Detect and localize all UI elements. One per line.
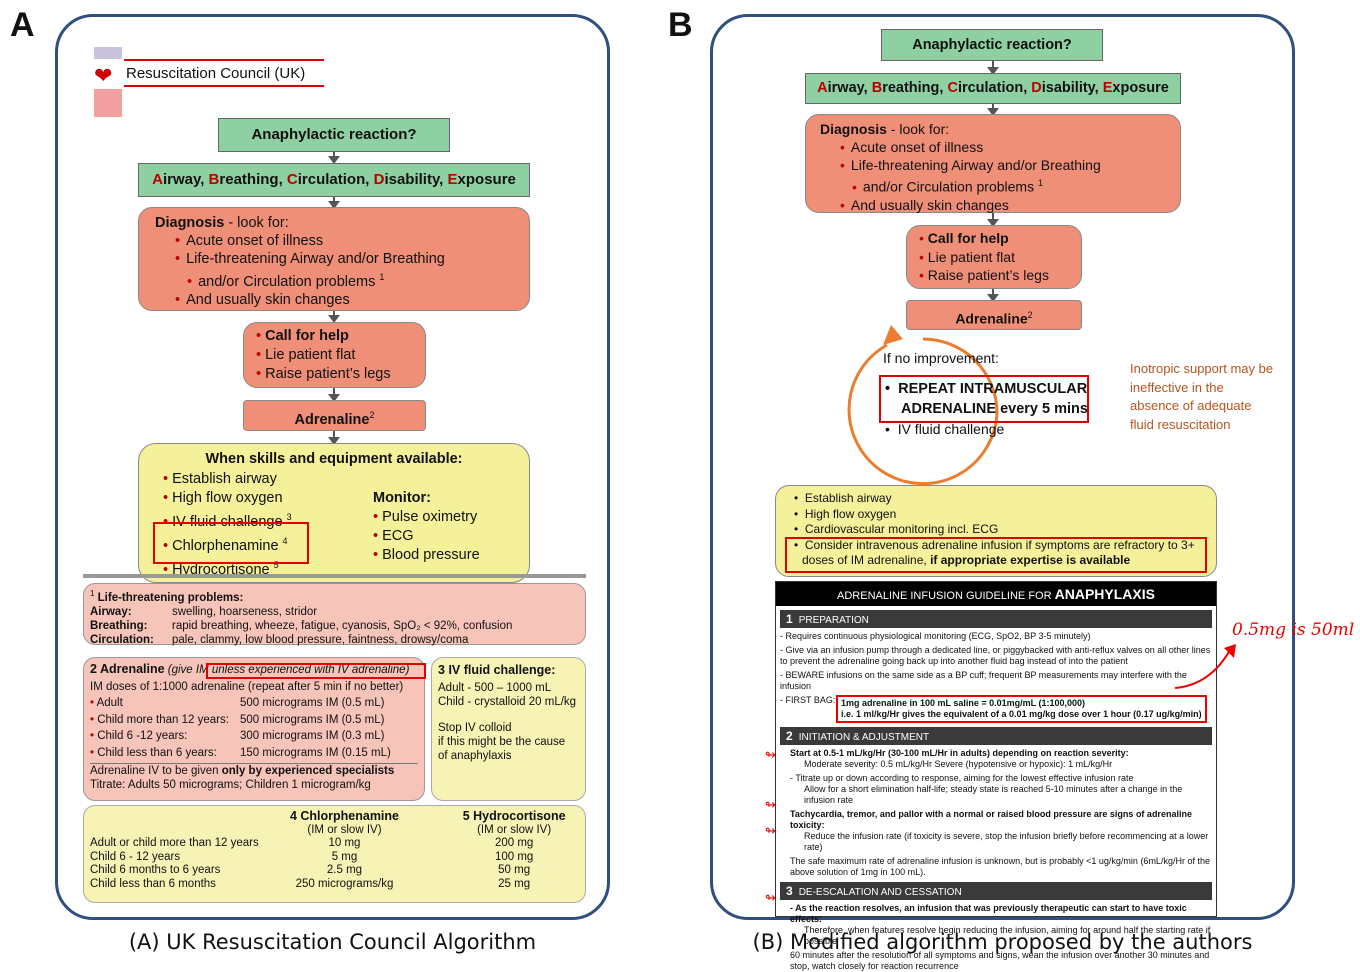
red-arrow-marker: ↬ [765,747,776,762]
highlight-box [206,663,426,679]
call-help-box: • Call for help • Lie patient flat • Rai… [906,225,1082,289]
adrenaline-box: Adrenaline2 [906,300,1082,330]
arrow [328,388,340,402]
abcde-box: Airway, Breathing, Circulation, Disabili… [138,163,530,197]
call-help-box: • Call for help • Lie patient flat • Rai… [243,322,426,388]
question-box: Anaphylactic reaction? [218,118,450,152]
skills-list: • Establish airway • High flow oxygen • … [163,471,292,578]
arrow [328,152,340,164]
handwritten-arrow [1174,644,1236,689]
arrow [987,213,999,227]
infusion-guideline: ADRENALINE INFUSION GUIDELINE FOR ANAPHY… [775,581,1217,971]
panel-b-label: B [668,6,693,44]
dose-table: 4 Chlorphenamine(IM or slow IV) 5 Hydroc… [83,805,586,903]
logo-line-bottom [124,85,324,87]
arrow [987,104,999,116]
divider [83,574,586,578]
arrow [328,311,340,323]
highlight-box [879,375,1089,423]
yellow-box: • Establish airway • High flow oxygen • … [775,485,1217,577]
caption-a: (A) UK Resuscitation Council Algorithm [128,930,537,954]
handwritten-note: 0.5mg is 50ml [1232,620,1355,640]
life-threatening-box: 1 Life-threatening problems: Airway:swel… [83,583,586,646]
question-box: Anaphylactic reaction? [881,29,1103,61]
fluid-box: 3 IV fluid challenge: Adult - 500 – 1000… [431,657,586,801]
diagnosis-box: Diagnosis - look for: Acute onset of ill… [805,114,1181,213]
panel-a-label: A [10,6,35,44]
arrow [328,431,340,445]
red-arrow-marker: ↬ [765,797,776,812]
inotropic-note: Inotropic support may be ineffective in … [1130,361,1274,432]
skills-box: When skills and equipment available: • E… [138,443,530,583]
guideline-title: ADRENALINE INFUSION GUIDELINE FOR ANAPHY… [776,582,1216,606]
repeat-im-text: • REPEAT INTRAMUSCULAR ADRENALINE every … [885,381,1088,417]
no-improvement-label: If no improvement: [883,350,999,366]
arrow [987,61,999,75]
fluid-challenge-item: • IV fluid challenge [885,421,1005,437]
highlight-box [785,537,1207,573]
adrenaline-dose-box: 2 Adrenaline (give IM unless experienced… [83,657,425,801]
diagnosis-box: Diagnosis - look for: Acute onset of ill… [138,207,530,311]
abcde-box: Airway, Breathing, Circulation, Disabili… [805,73,1181,104]
red-arrow-marker: ↬ [765,823,776,838]
logo-text: Resuscitation Council (UK) [126,65,306,82]
first-bag-highlight: 1mg adrenaline in 100 mL saline = 0.01mg… [836,695,1207,723]
panel-a: ❤ Resuscitation Council (UK) Anaphylacti… [55,14,610,920]
highlight-box [153,522,309,564]
logo-line-top [124,59,324,61]
red-arrow-marker: ↬ [765,890,776,905]
arrow [987,289,999,302]
adrenaline-box: Adrenaline2 [243,400,426,431]
loop-arrow [847,325,999,486]
caption-b: (B) Modified algorithm proposed by the a… [752,930,1253,954]
panel-b: Anaphylactic reaction? Airway, Breathing… [710,14,1295,971]
logo-block-top [94,47,122,59]
heart-icon: ❤ [94,63,113,88]
logo-block-bottom [94,89,122,117]
arrow [328,197,340,209]
monitor-list: Monitor: • Pulse oximetry • ECG • Blood … [373,490,480,563]
